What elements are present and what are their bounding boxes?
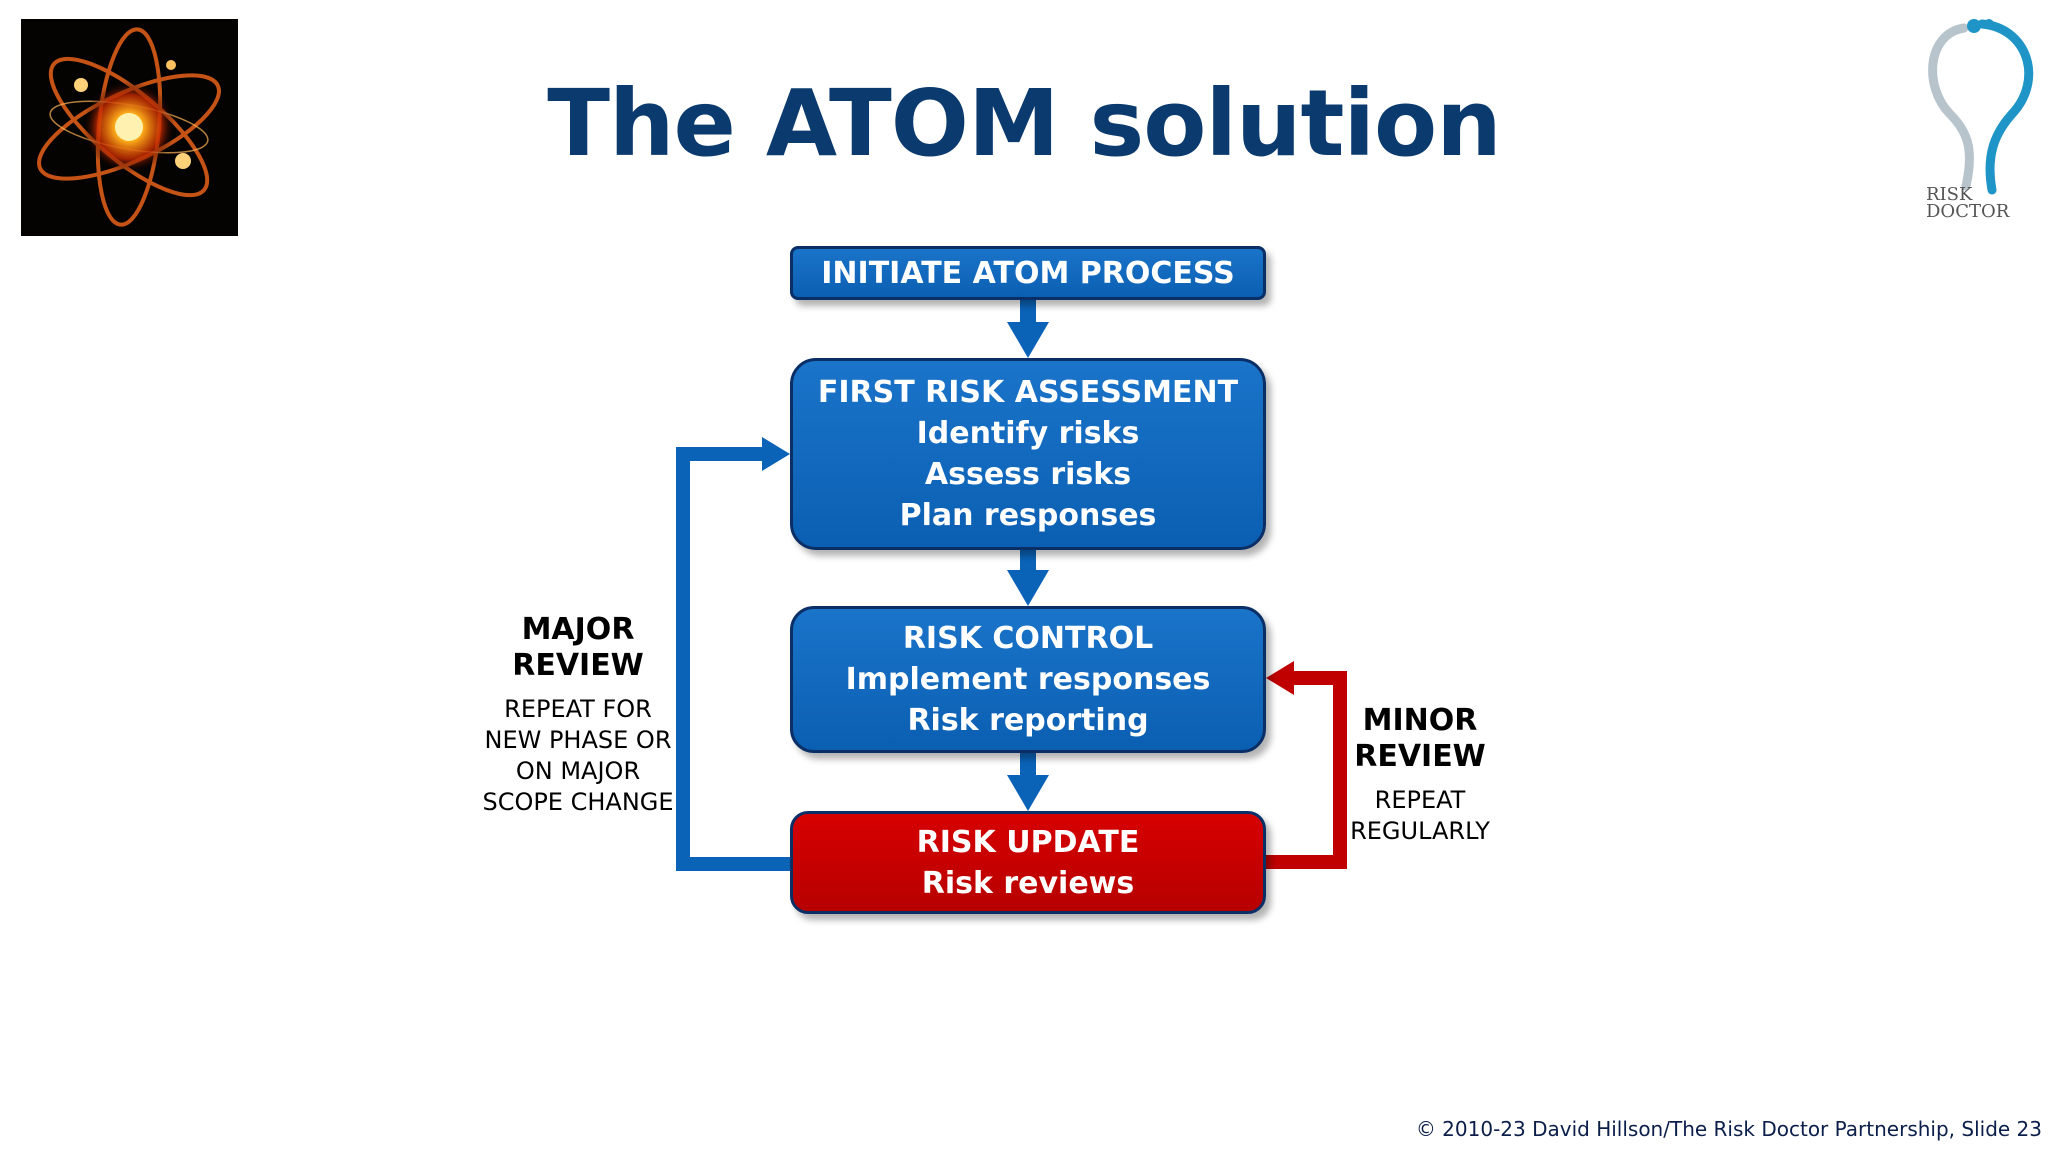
minor-review-description: REPEAT REGULARLY xyxy=(1350,786,1490,845)
first-risk-assessment-box: FIRST RISK ASSESSMENT Identify risks Ass… xyxy=(790,358,1266,550)
slide-title: The ATOM solution xyxy=(547,70,1502,177)
atom-image xyxy=(21,19,238,236)
flow-arrows-down xyxy=(1007,300,1049,811)
box-step: Assess risks xyxy=(924,457,1132,492)
logo-text-risk: RISK xyxy=(1926,184,1973,205)
box-step: Identify risks xyxy=(916,416,1140,451)
initiate-atom-process-box: INITIATE ATOM PROCESS xyxy=(790,246,1266,300)
box-step: Plan responses xyxy=(899,498,1157,533)
logo-text-doctor: DOCTOR xyxy=(1926,201,2010,220)
risk-doctor-logo: RISK DOCTOR xyxy=(1926,19,2034,220)
box-step: Implement responses xyxy=(845,662,1211,697)
risk-update-box: RISK UPDATE Risk reviews xyxy=(790,811,1266,914)
box-step: Risk reporting xyxy=(907,703,1149,738)
major-review-label: MAJOR REVIEW REPEAT FOR NEW PHASE OR ON … xyxy=(470,612,686,818)
major-review-loop-arrow xyxy=(676,437,790,871)
box-heading: INITIATE ATOM PROCESS xyxy=(821,255,1235,291)
box-heading: RISK CONTROL xyxy=(902,621,1154,656)
box-heading: RISK UPDATE xyxy=(916,824,1140,860)
risk-control-box: RISK CONTROL Implement responses Risk re… xyxy=(790,606,1266,753)
minor-review-heading: MINOR REVIEW xyxy=(1354,703,1486,774)
major-review-description: REPEAT FOR NEW PHASE OR ON MAJOR SCOPE C… xyxy=(482,695,674,816)
major-review-heading: MAJOR REVIEW xyxy=(512,612,644,683)
box-heading: FIRST RISK ASSESSMENT xyxy=(817,375,1239,410)
minor-review-loop-arrow xyxy=(1266,661,1347,869)
box-step: Risk reviews xyxy=(921,865,1135,901)
copyright-footer: © 2010-23 David Hillson/The Risk Doctor … xyxy=(1415,1117,2042,1141)
minor-review-label: MINOR REVIEW REPEAT REGULARLY xyxy=(1330,703,1510,847)
